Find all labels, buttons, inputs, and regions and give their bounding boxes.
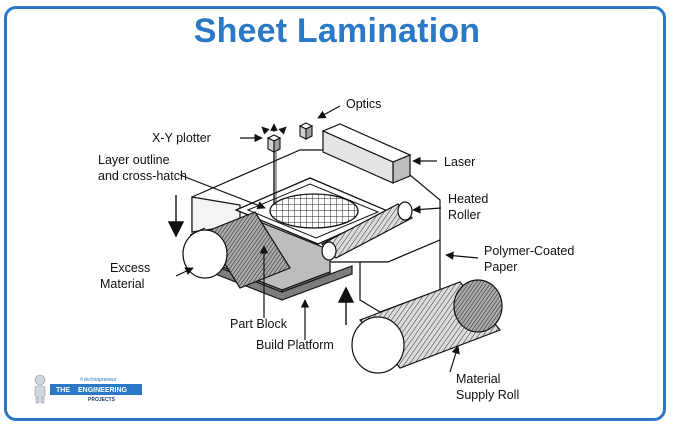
logo-word-the: THE (56, 387, 70, 394)
label-layer-outline-2: and cross-hatch (98, 169, 187, 183)
label-polymer-paper-2: Paper (484, 260, 517, 274)
engineering-projects-logo: # technopreneur THE ENGINEERING PROJECTS (34, 374, 142, 404)
label-supply-roll-1: Material (456, 372, 500, 386)
label-build-platform: Build Platform (256, 338, 334, 352)
motion-arrows (167, 195, 355, 325)
logo-word-engineering: ENGINEERING (78, 387, 128, 394)
logo-banner (50, 384, 142, 395)
heated-roller (320, 201, 414, 261)
diagram-labels: Optics X-Y plotter Laser Layer outline a… (98, 97, 574, 402)
laser-unit (321, 123, 412, 184)
logo-tagline: # technopreneur (80, 377, 117, 383)
label-heated-roller-2: Roller (448, 208, 481, 222)
diagram-title: Sheet Lamination (193, 12, 481, 50)
label-supply-roll-2: Supply Roll (456, 388, 519, 402)
label-layer-outline-1: Layer outline (98, 153, 170, 167)
label-heated-roller-1: Heated (448, 192, 488, 206)
material-supply-roll (351, 279, 503, 374)
label-excess-material-2: Material (100, 277, 144, 291)
label-optics: Optics (346, 97, 381, 111)
label-part-block: Part Block (230, 317, 288, 331)
label-polymer-paper-1: Polymer-Coated (484, 244, 574, 258)
logo-word-projects: PROJECTS (88, 397, 116, 403)
leader-lines (175, 105, 479, 373)
xy-plotter-unit (261, 123, 287, 205)
label-xy-plotter: X-Y plotter (152, 131, 211, 145)
layer-outline-hatch (269, 193, 359, 229)
label-laser: Laser (444, 155, 475, 169)
excess-material-roller (182, 211, 291, 289)
robot-mascot-icon (34, 374, 46, 404)
optics-unit (298, 122, 314, 140)
label-excess-material-1: Excess (110, 261, 150, 275)
